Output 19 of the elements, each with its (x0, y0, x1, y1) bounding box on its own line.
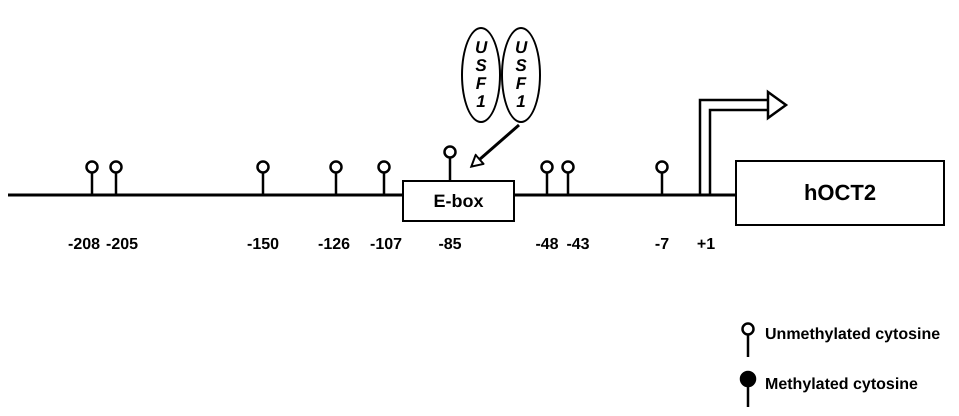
position-label: -7 (654, 236, 670, 254)
gene-box: hOCT2 (735, 160, 945, 226)
protein-oval: USF1 (501, 27, 541, 123)
dna-line (8, 194, 402, 196)
legend-label: Methylated cytosine (765, 376, 918, 394)
legend-label: Unmethylated cytosine (765, 326, 940, 344)
protein-oval: USF1 (461, 27, 501, 123)
position-label: -205 (106, 236, 138, 254)
position-label: -150 (246, 236, 280, 254)
block-arrow (470, 124, 520, 168)
position-label: -85 (438, 236, 462, 254)
position-label: -126 (318, 236, 350, 254)
position-label: -107 (370, 236, 402, 254)
position-label: -208 (68, 236, 100, 254)
dna-line (515, 194, 735, 196)
position-label: +1 (696, 236, 716, 254)
element-box: E-box (402, 180, 515, 222)
position-label: -43 (566, 236, 590, 254)
position-label: -48 (535, 236, 559, 254)
